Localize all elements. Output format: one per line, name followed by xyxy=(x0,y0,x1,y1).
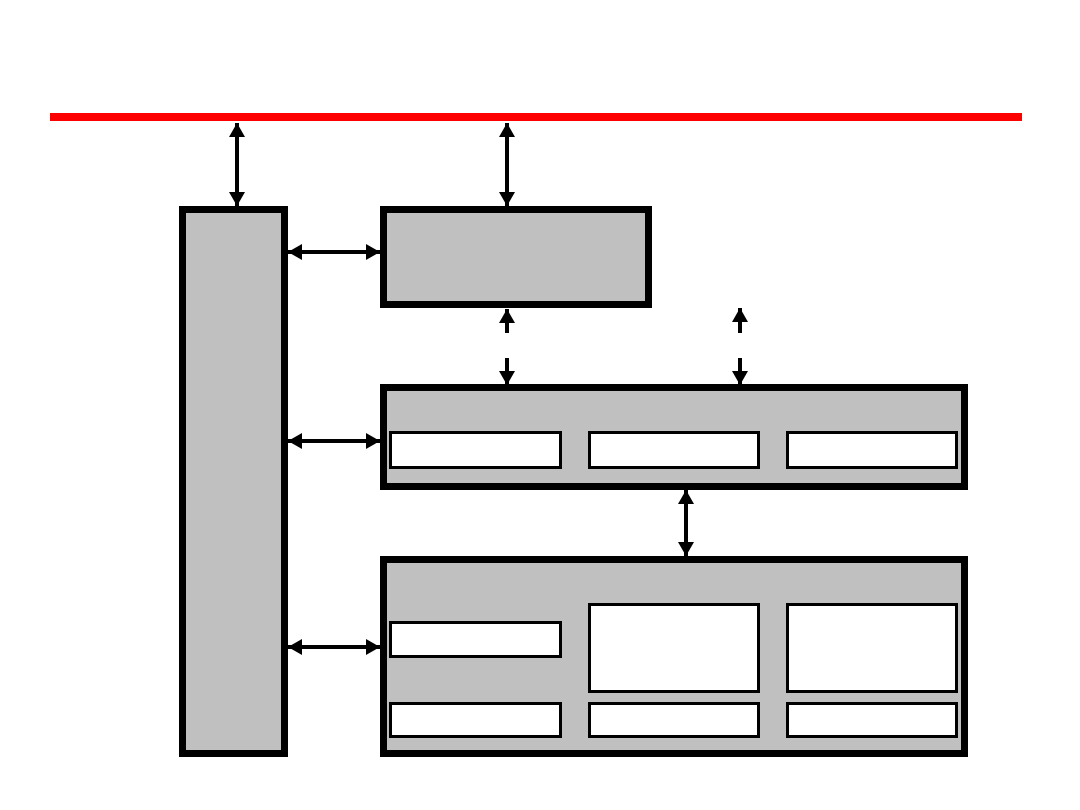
middle-module-slot-1 xyxy=(389,431,562,469)
bottom-module-center-large-slot xyxy=(588,603,760,693)
bottom-module-left-slot xyxy=(389,621,562,658)
bottom-module-center-bottom-slot xyxy=(588,702,760,738)
bus-line xyxy=(50,113,1022,121)
middle-module-slot-2 xyxy=(588,431,760,469)
bottom-module-right-large-slot xyxy=(786,603,958,693)
middle-module-slot-3 xyxy=(786,431,958,469)
left-tall-module-box xyxy=(179,206,288,757)
top-module-box xyxy=(380,206,652,308)
bottom-module-right-bottom-slot xyxy=(786,702,958,738)
bottom-module-left-bottom-slot xyxy=(389,702,562,738)
